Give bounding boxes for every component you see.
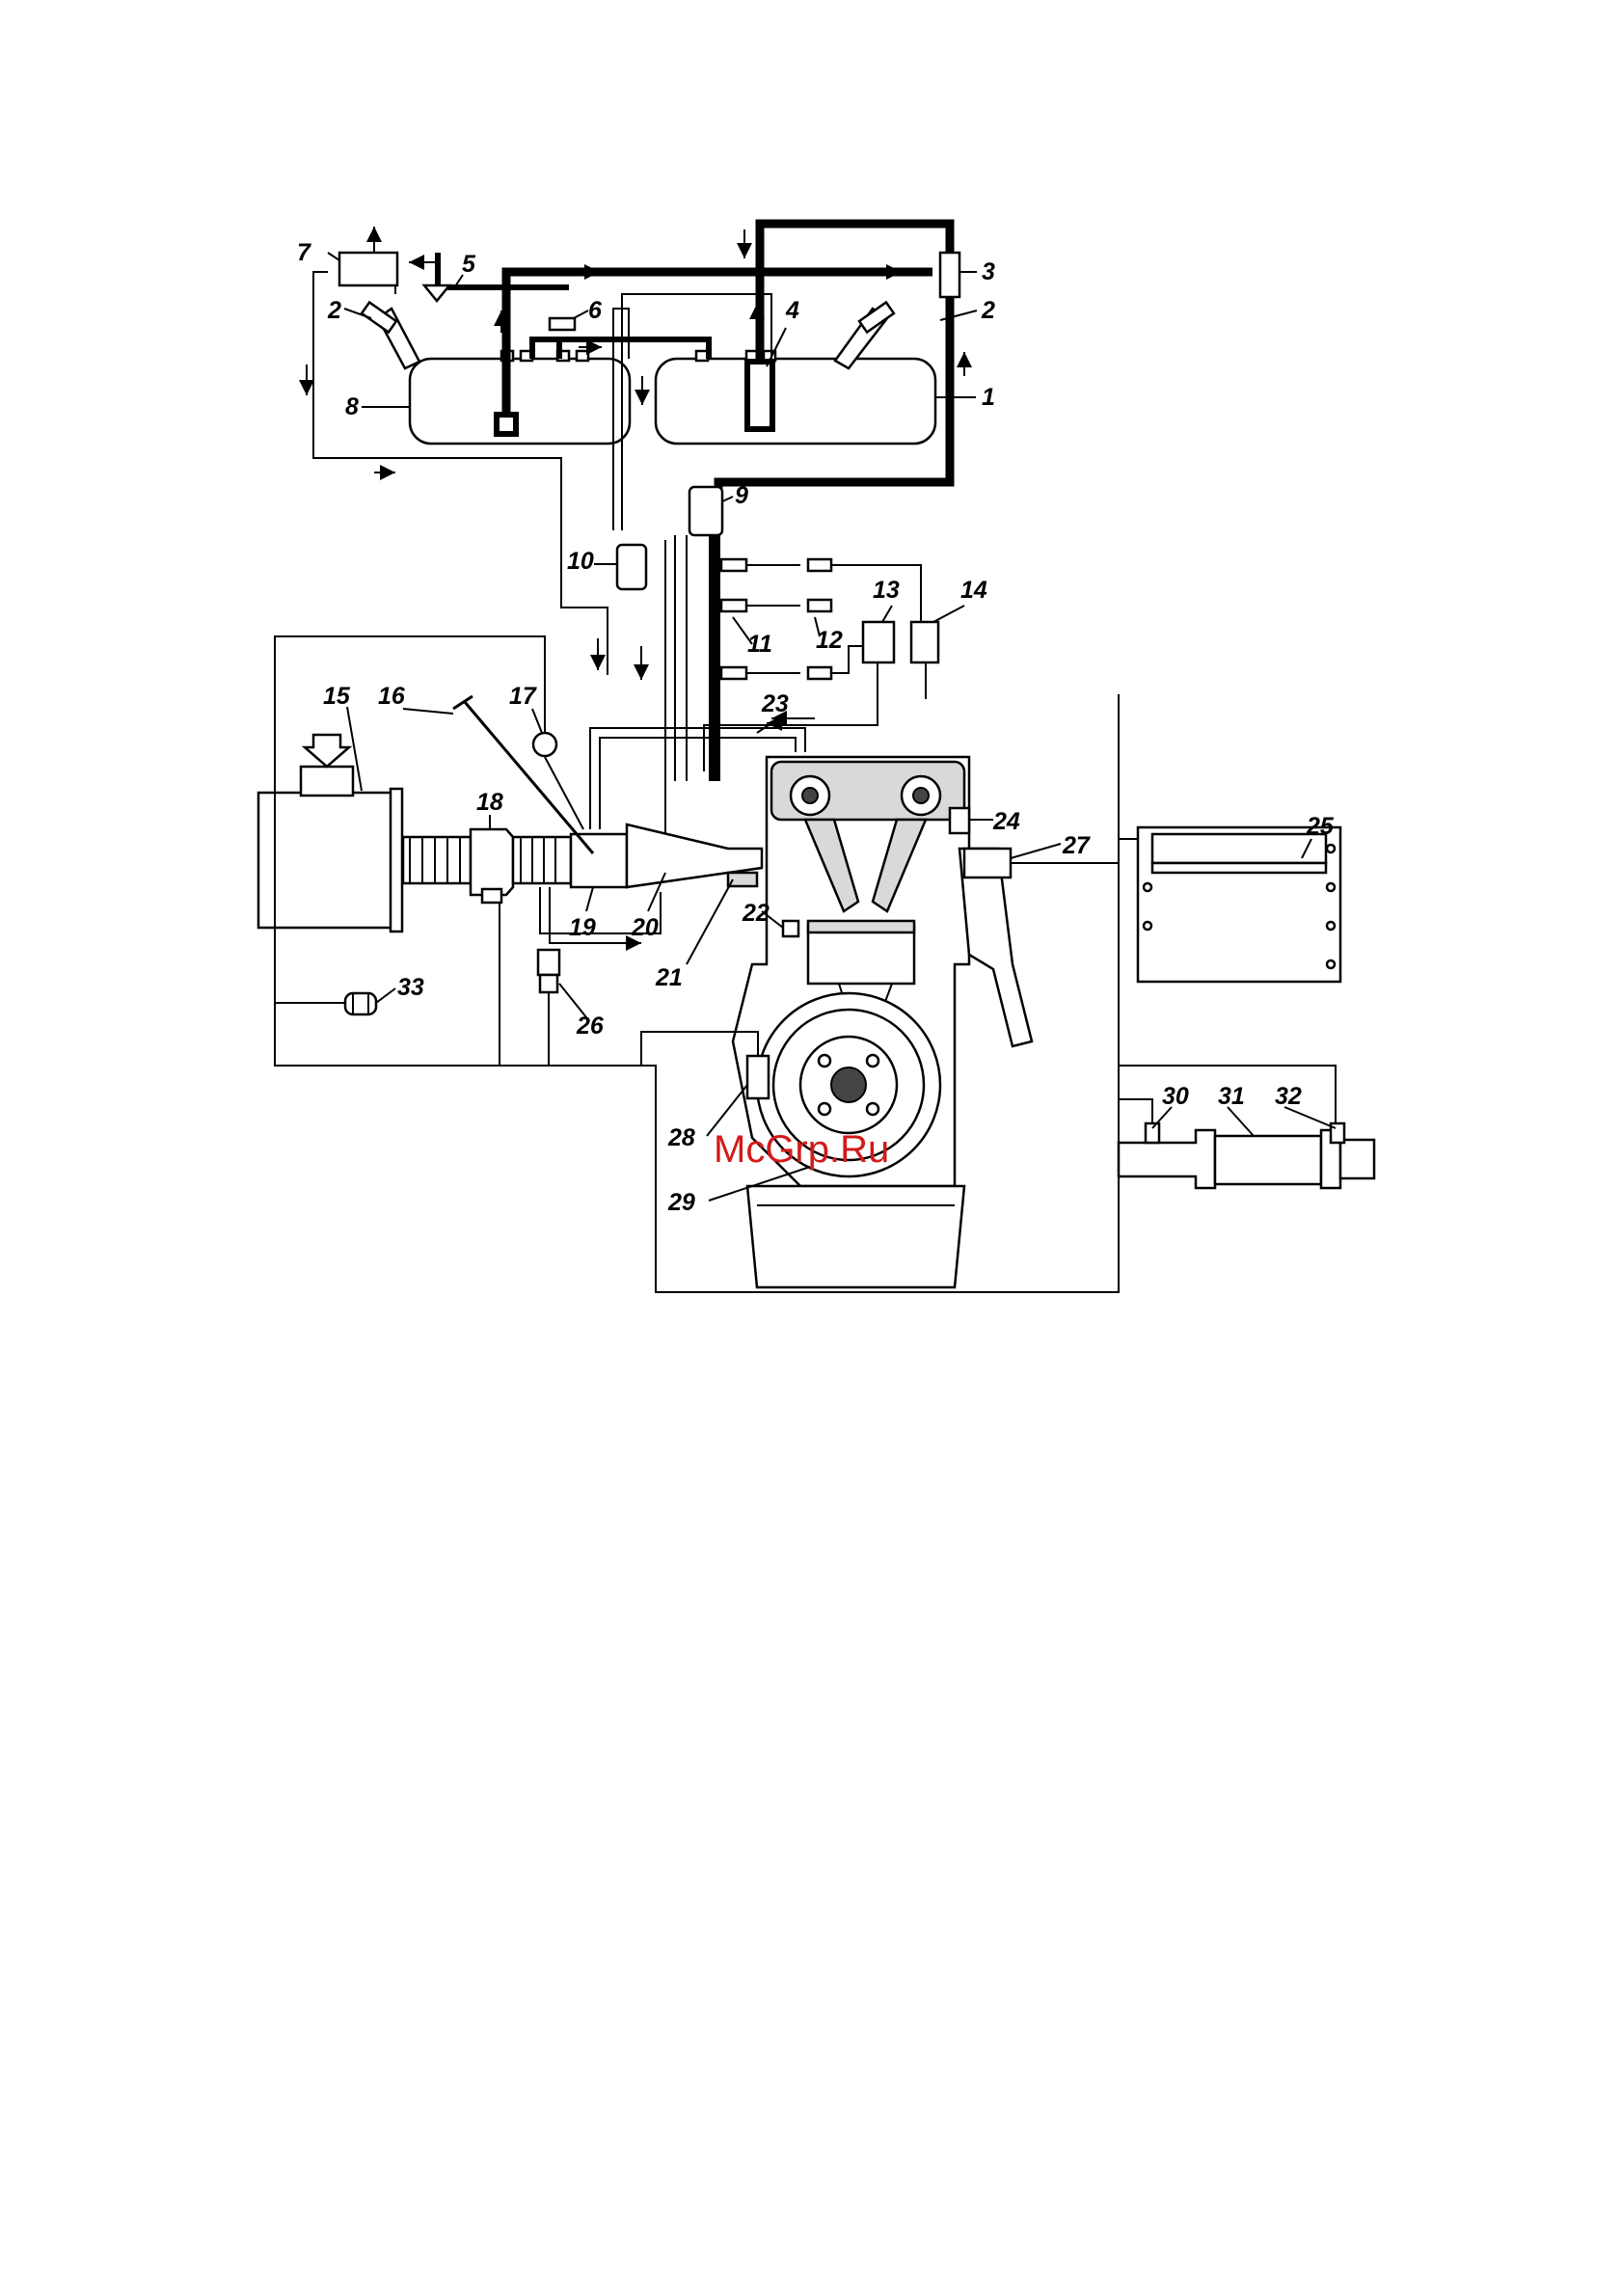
mass-air-flow-18 (471, 829, 513, 895)
callout-4: 4 (785, 297, 799, 324)
pressure-regulator-9 (689, 487, 722, 535)
fuel-rail (709, 535, 720, 781)
callout-7: 7 (297, 239, 311, 266)
callout-27: 27 (1062, 832, 1091, 859)
callout-6: 6 (588, 297, 603, 324)
sensor-17 (533, 733, 556, 756)
callout-13: 13 (873, 577, 900, 604)
callout-16: 16 (378, 683, 406, 710)
separator-5 (424, 285, 449, 301)
relay-14 (911, 622, 938, 662)
crank-sensor-28 (747, 1056, 769, 1098)
throttle-body-19 (571, 834, 627, 887)
callout-26: 26 (576, 1013, 605, 1040)
fuel-tank-left (410, 351, 630, 444)
callout-2: 2 (327, 297, 341, 324)
sensor-22 (783, 921, 798, 936)
ignition-coil-13 (863, 622, 894, 662)
callout-30: 30 (1162, 1083, 1189, 1110)
ecu-25 (1138, 827, 1340, 982)
callout-12: 12 (816, 627, 843, 654)
filler-neck-left (362, 303, 419, 368)
callout-2b: 2 (981, 297, 995, 324)
callout-28: 28 (667, 1124, 695, 1151)
valve-3 (940, 253, 959, 297)
sensor-30 (1146, 1123, 1159, 1143)
intake-hose-2 (513, 837, 571, 883)
sensor-26 (538, 950, 559, 975)
callout-8: 8 (345, 393, 359, 420)
callout-18: 18 (476, 789, 503, 816)
callout-31: 31 (1218, 1083, 1245, 1110)
callout-1: 1 (982, 384, 995, 411)
callout-14: 14 (960, 577, 987, 604)
callout-24: 24 (992, 808, 1020, 835)
callout-32: 32 (1275, 1083, 1302, 1110)
sensor-24 (950, 808, 969, 833)
fuel-filter-10 (617, 545, 646, 589)
callout-29: 29 (667, 1189, 695, 1216)
fuel-tank-right (656, 351, 935, 444)
callout-3: 3 (982, 258, 995, 285)
sensor-33 (345, 993, 376, 1014)
callout-15: 15 (323, 683, 351, 710)
callout-17: 17 (509, 683, 537, 710)
watermark: McGrp.Ru (714, 1128, 889, 1171)
callout-5: 5 (462, 251, 476, 278)
callout-20: 20 (631, 914, 659, 941)
canister-7 (339, 253, 397, 285)
valve-6 (550, 318, 575, 330)
callout-19: 19 (569, 914, 596, 941)
callout-9: 9 (735, 482, 748, 509)
sensor-27 (964, 849, 1011, 878)
callout-25: 25 (1306, 813, 1335, 840)
callout-33: 33 (397, 974, 424, 1001)
engine-block (733, 757, 1032, 1287)
callout-21: 21 (655, 964, 683, 991)
fuel-pump-right (747, 362, 772, 429)
callout-10: 10 (567, 548, 594, 575)
air-filter-15 (258, 735, 402, 932)
intake-hose (403, 837, 471, 883)
fuel-pump-left (497, 415, 516, 434)
